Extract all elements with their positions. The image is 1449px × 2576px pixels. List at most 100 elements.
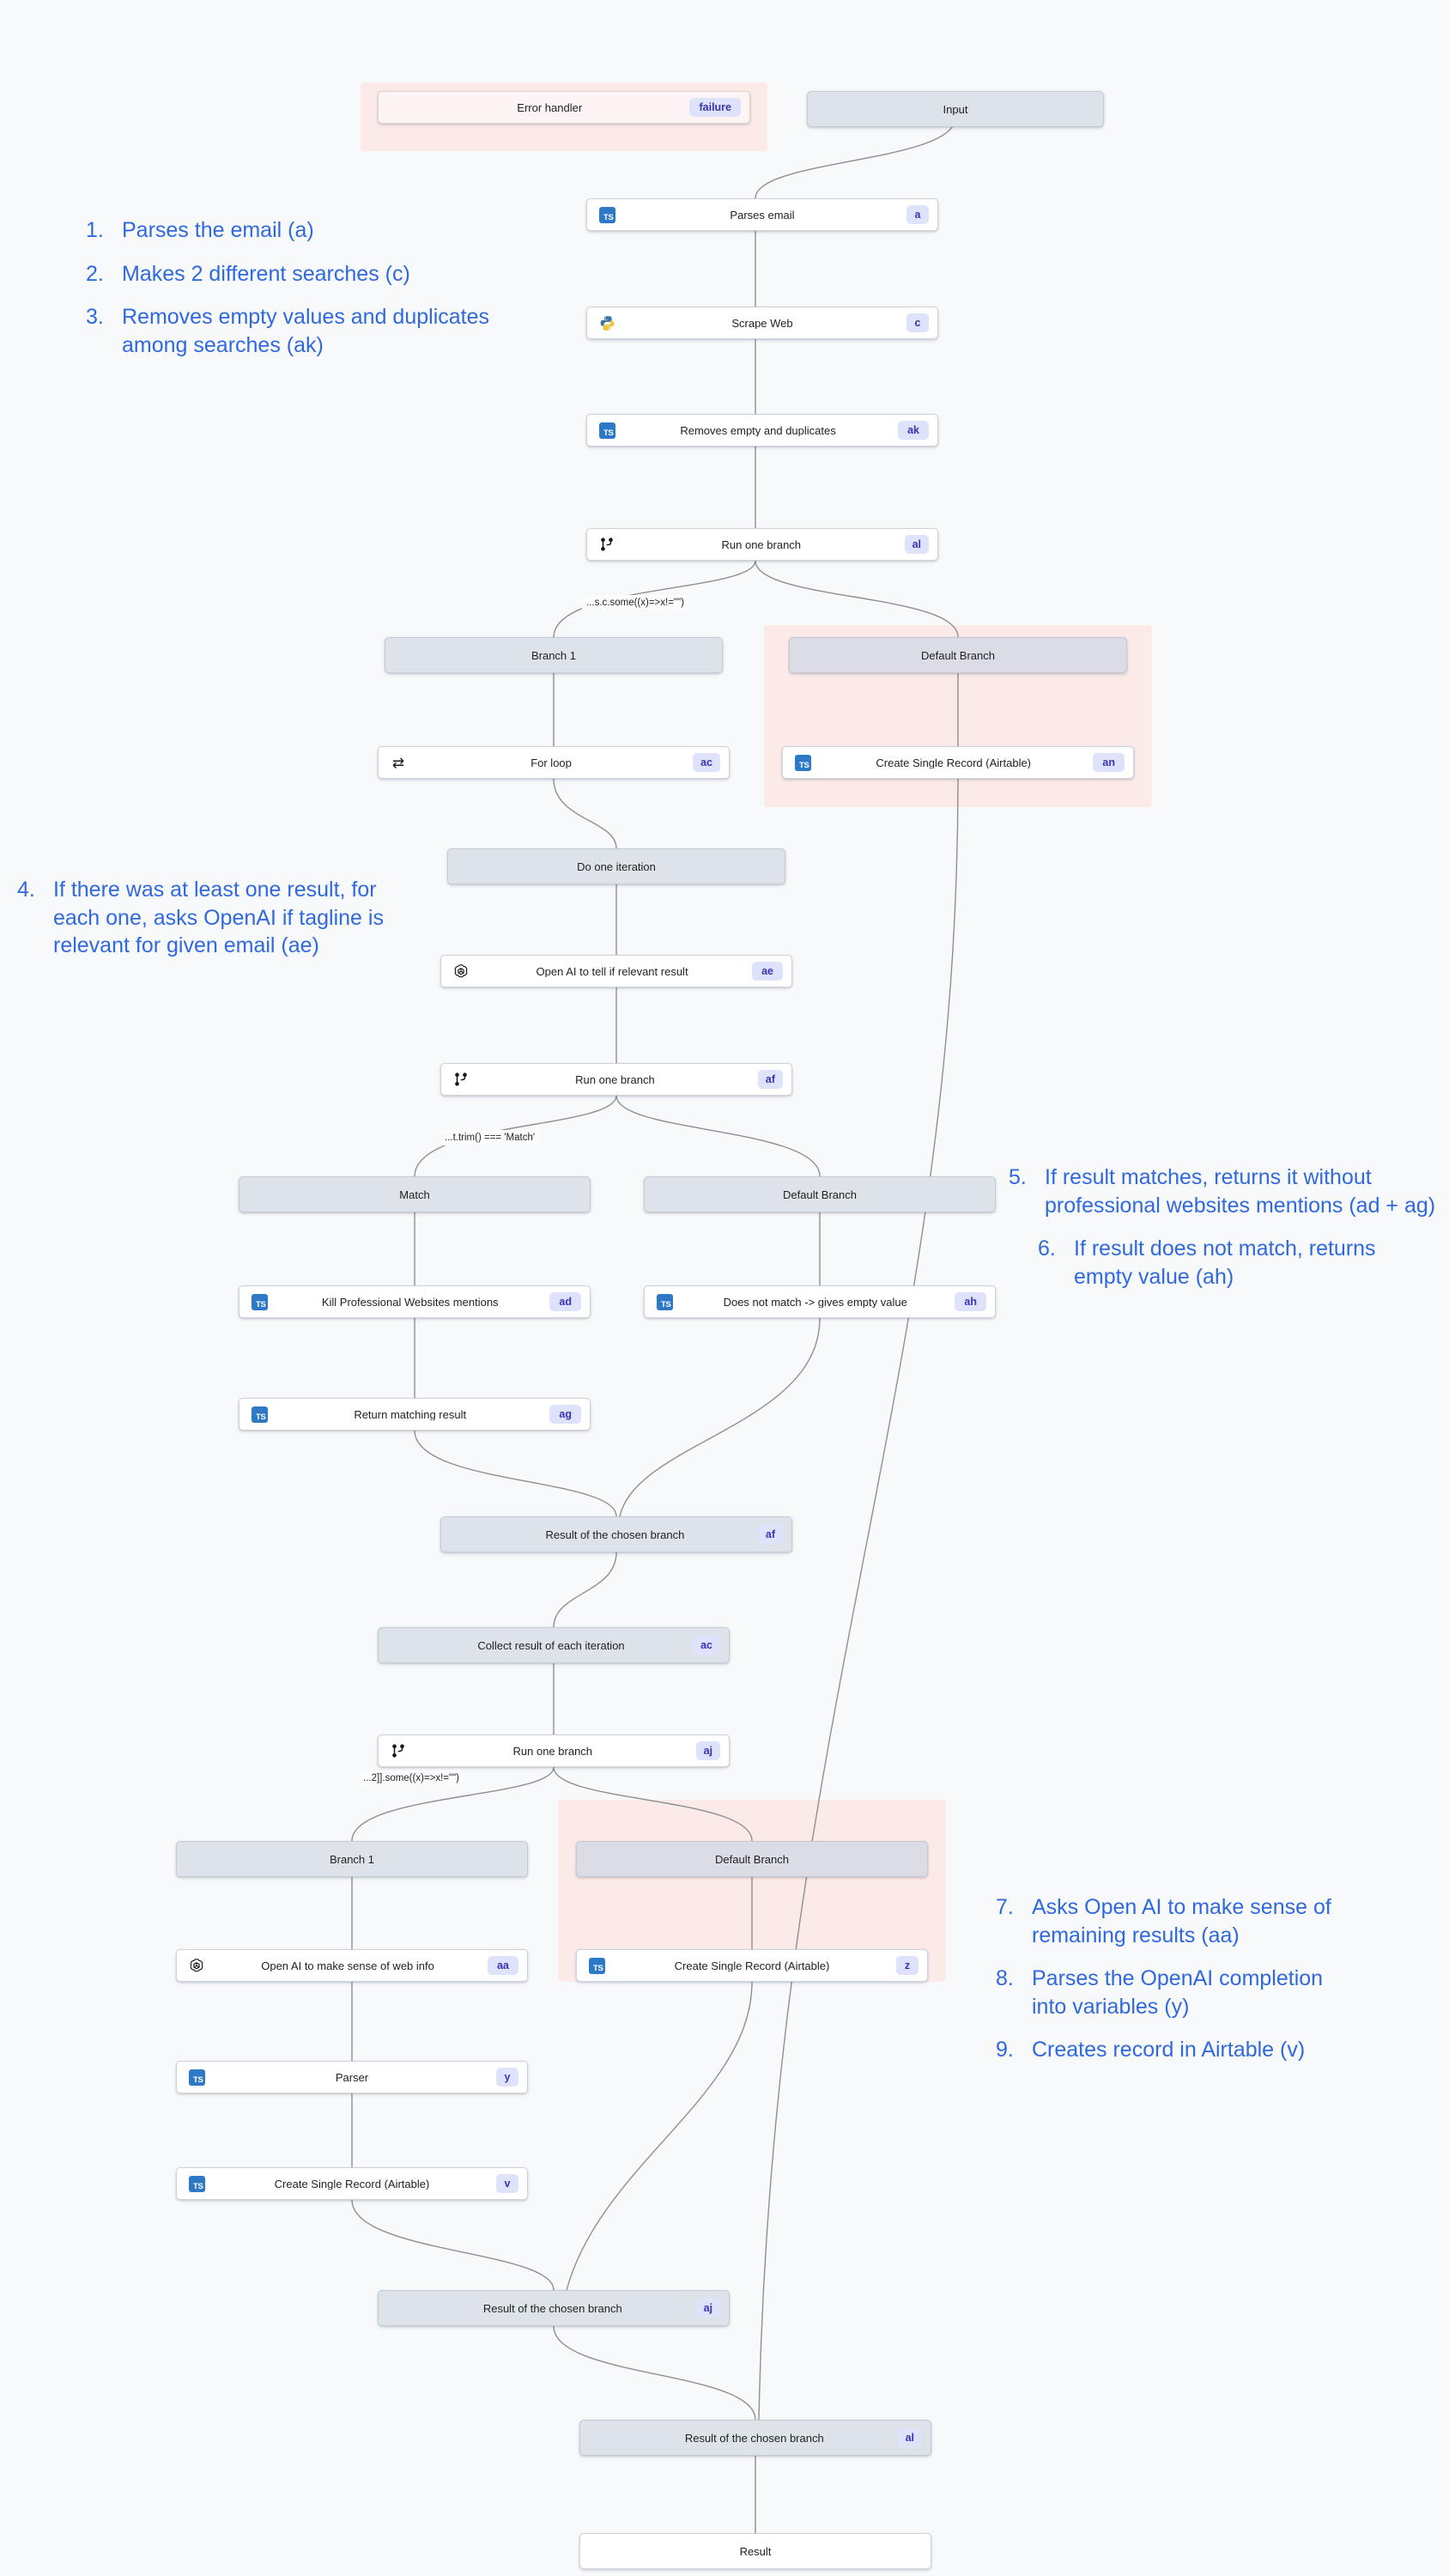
node-label: Run one branch xyxy=(575,1073,655,1085)
step-badge: af xyxy=(757,1524,783,1545)
annotation-number: 3. xyxy=(86,305,104,329)
step-badge: ad xyxy=(549,1291,581,1312)
node-result-final[interactable]: Result xyxy=(579,2533,931,2569)
node-result-of-chosen-branch-aj[interactable]: Result of the chosen branch aj xyxy=(378,2290,730,2326)
annotations-left-top: 1. Parses the email (a) 2. Makes 2 diffe… xyxy=(86,216,532,374)
node-default-branch-mid[interactable]: Default Branch xyxy=(644,1176,996,1212)
branch-icon xyxy=(450,1068,472,1091)
typescript-icon: TS xyxy=(185,2066,208,2088)
step-badge: af xyxy=(757,1069,783,1090)
annotation-item: 7. Asks Open AI to make sense of remaini… xyxy=(996,1893,1339,1949)
node-removes-empty-and-duplicates[interactable]: TS Removes empty and duplicates ak xyxy=(586,414,938,447)
step-badge: al xyxy=(897,2427,922,2448)
step-badge: c xyxy=(906,313,929,333)
node-match[interactable]: Match xyxy=(239,1176,591,1212)
step-badge: z xyxy=(896,1955,919,1976)
node-label: For loop xyxy=(530,756,572,769)
annotation-number: 4. xyxy=(17,878,35,902)
node-label: Parses email xyxy=(730,209,795,221)
node-branch-1-bottom[interactable]: Branch 1 xyxy=(176,1841,528,1877)
node-input[interactable]: Input xyxy=(807,91,1104,127)
node-error-handler[interactable]: Error handler failure xyxy=(378,91,750,124)
node-create-single-record-airtable-an[interactable]: TS Create Single Record (Airtable) an xyxy=(782,746,1134,779)
node-result-of-chosen-branch-al[interactable]: Result of the chosen branch al xyxy=(579,2420,931,2456)
node-label: Collect result of each iteration xyxy=(477,1639,625,1651)
typescript-icon: TS xyxy=(185,2172,208,2195)
node-label: Open AI to tell if relevant result xyxy=(536,965,688,977)
node-label: Match xyxy=(399,1188,430,1200)
annotation-text: Parses the OpenAI completion into variab… xyxy=(1032,1966,1324,2019)
step-badge: ae xyxy=(752,961,783,981)
annotation-number: 1. xyxy=(86,218,104,242)
loop-icon: ⇄ xyxy=(391,754,405,771)
annotation-text: Parses the email (a) xyxy=(122,218,314,242)
node-label: Input xyxy=(943,103,968,115)
step-badge: ag xyxy=(549,1404,581,1425)
node-label: Result of the chosen branch xyxy=(684,2432,824,2444)
node-default-branch-bottom[interactable]: Default Branch xyxy=(576,1841,928,1877)
node-branch-1-top[interactable]: Branch 1 xyxy=(385,637,723,673)
annotations-right-mid: 5. If result matches, returns it without… xyxy=(1009,1163,1438,1306)
node-label: Return matching result xyxy=(354,1408,467,1420)
typescript-icon: TS xyxy=(791,751,814,774)
typescript-icon: TS xyxy=(653,1291,676,1313)
node-label: Does not match -> gives empty value xyxy=(723,1296,907,1308)
annotation-text: If result does not match, returns empty … xyxy=(1074,1236,1376,1289)
node-do-one-iteration[interactable]: Do one iteration xyxy=(447,848,785,884)
step-badge: an xyxy=(1093,752,1125,773)
step-badge: ak xyxy=(898,420,929,440)
branch-icon xyxy=(387,1740,409,1762)
node-label: Create Single Record (Airtable) xyxy=(674,1959,830,1971)
node-return-matching-result[interactable]: TS Return matching result ag xyxy=(239,1398,591,1431)
node-does-not-match-empty-value[interactable]: TS Does not match -> gives empty value a… xyxy=(644,1285,996,1318)
node-collect-result-each-iteration[interactable]: Collect result of each iteration ac xyxy=(378,1627,730,1663)
annotation-text: If result matches, returns it without pr… xyxy=(1045,1165,1436,1218)
annotation-number: 8. xyxy=(996,1966,1014,1990)
node-label: Kill Professional Websites mentions xyxy=(321,1296,499,1308)
node-label: Parser xyxy=(335,2071,369,2083)
node-label: Default Branch xyxy=(921,649,995,661)
node-label: Create Single Record (Airtable) xyxy=(876,756,1032,769)
node-parser-y[interactable]: TS Parser y xyxy=(176,2061,528,2093)
node-label: Branch 1 xyxy=(530,649,577,661)
step-badge: aj xyxy=(695,2298,720,2318)
node-default-branch-top[interactable]: Default Branch xyxy=(789,637,1127,673)
step-badge: ah xyxy=(955,1291,986,1312)
annotation-item: 8. Parses the OpenAI completion into var… xyxy=(996,1965,1339,2020)
node-parses-email[interactable]: TS Parses email a xyxy=(586,198,938,231)
node-label: Removes empty and duplicates xyxy=(680,424,836,436)
python-icon xyxy=(596,312,618,334)
step-badge: a xyxy=(906,204,929,225)
annotation-text: Removes empty values and duplicates amon… xyxy=(122,305,490,357)
node-run-one-branch-aj[interactable]: Run one branch aj xyxy=(378,1735,730,1767)
node-result-of-chosen-branch-af[interactable]: Result of the chosen branch af xyxy=(440,1516,792,1552)
node-for-loop[interactable]: ⇄ For loop ac xyxy=(378,746,730,779)
annotation-number: 9. xyxy=(996,2038,1014,2062)
node-create-single-record-airtable-v[interactable]: TS Create Single Record (Airtable) v xyxy=(176,2167,528,2200)
edge-condition-al: ...s.c.some((x)=>x!="") xyxy=(582,595,688,611)
typescript-icon: TS xyxy=(596,419,618,441)
node-label: Open AI to make sense of web info xyxy=(261,1959,434,1971)
node-create-single-record-airtable-z[interactable]: TS Create Single Record (Airtable) z xyxy=(576,1949,928,1982)
typescript-icon: TS xyxy=(248,1403,270,1425)
node-openai-relevant-result-ae[interactable]: Open AI to tell if relevant result ae xyxy=(440,955,792,987)
node-run-one-branch-al[interactable]: Run one branch al xyxy=(586,528,938,561)
annotation-number: 5. xyxy=(1009,1165,1027,1189)
annotation-item: 2. Makes 2 different searches (c) xyxy=(86,260,532,289)
annotation-number: 2. xyxy=(86,261,104,286)
annotation-text: Makes 2 different searches (c) xyxy=(122,261,410,286)
node-kill-professional-websites-mentions[interactable]: TS Kill Professional Websites mentions a… xyxy=(239,1285,591,1318)
edge-condition-aj: ...2]].some((x)=>x!="") xyxy=(359,1771,464,1787)
step-badge: aj xyxy=(695,1741,720,1761)
annotation-item: 1. Parses the email (a) xyxy=(86,216,532,245)
node-openai-make-sense-web-info-aa[interactable]: Open AI to make sense of web info aa xyxy=(176,1949,528,1982)
node-run-one-branch-af[interactable]: Run one branch af xyxy=(440,1063,792,1096)
node-scrape-web[interactable]: Scrape Web c xyxy=(586,307,938,339)
step-badge: ac xyxy=(693,752,720,773)
annotation-number: 7. xyxy=(996,1895,1014,1919)
node-label: Do one iteration xyxy=(577,860,656,872)
node-label: Run one branch xyxy=(512,1745,593,1757)
node-label: Result of the chosen branch xyxy=(482,2302,622,2314)
openai-icon xyxy=(185,1954,208,1977)
status-badge: failure xyxy=(689,97,741,118)
